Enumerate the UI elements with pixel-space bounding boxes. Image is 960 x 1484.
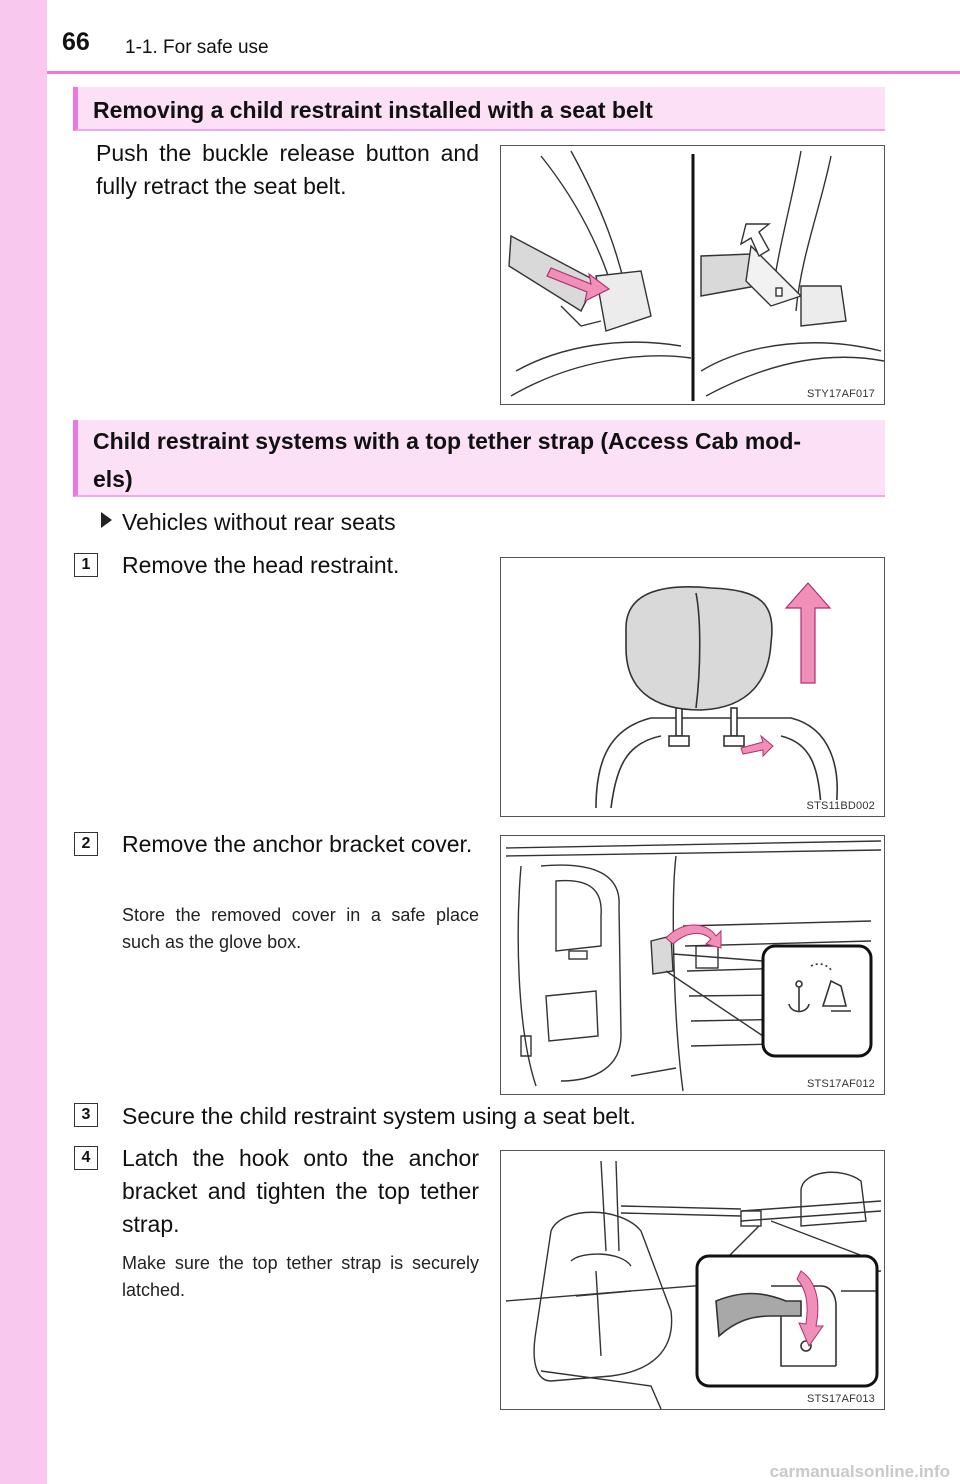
child-seat-anchor-icon <box>788 963 851 1013</box>
section-heading-top-tether: Child restraint systems with a top tethe… <box>73 420 885 497</box>
figure-code: STS11BD002 <box>804 800 877 812</box>
step-number-box: 1 <box>74 553 98 577</box>
seatbelt-illustration <box>508 150 884 401</box>
top-tether-illustration <box>505 1160 882 1409</box>
figure-head-restraint: STS11BD002 <box>500 557 885 817</box>
section-heading-text-line1: Child restraint systems with a top tethe… <box>93 428 802 454</box>
figure-code: STS17AF012 <box>804 1078 877 1090</box>
step-number-box: 2 <box>74 832 98 856</box>
triangle-bullet-icon <box>101 512 112 528</box>
side-color-strip <box>0 0 47 1484</box>
figure-code: STS17AF013 <box>804 1393 877 1405</box>
figure-anchor-cover: STS17AF012 <box>500 835 885 1095</box>
step-number-box: 3 <box>74 1103 98 1127</box>
step-4-text: Latch the hook onto the anchor bracket a… <box>122 1145 479 1237</box>
page-number: 66 <box>62 28 90 56</box>
instruction-text: Push the buckle release button and fully… <box>96 140 479 199</box>
step-number-box: 4 <box>74 1146 98 1170</box>
subheading: Vehicles without rear seats <box>101 506 396 539</box>
figure-seatbelt-release: STY17AF017 <box>500 145 885 405</box>
section-heading-text: Removing a child restraint installed wit… <box>93 97 653 123</box>
watermark: carmanualsonline.info <box>769 1462 950 1481</box>
head-restraint-illustration <box>595 582 838 809</box>
step-1-text: Remove the head restraint. <box>122 552 400 578</box>
section-heading-text-line2: els) <box>93 466 133 492</box>
step-2-note: Store the removed cover in a safe place … <box>122 905 479 952</box>
figure-top-tether: STS17AF013 <box>500 1150 885 1410</box>
section-label: 1-1. For safe use <box>125 37 269 58</box>
header-rule <box>47 71 960 74</box>
anchor-cover-illustration <box>505 840 882 1092</box>
step-3-text: Secure the child restraint system using … <box>122 1103 636 1129</box>
figure-code: STY17AF017 <box>804 388 877 400</box>
subheading-text: Vehicles without rear seats <box>122 509 396 535</box>
section-heading-remove-seatbelt: Removing a child restraint installed wit… <box>73 87 885 131</box>
step-2-text: Remove the anchor bracket cover. <box>122 831 473 857</box>
step-4-note: Make sure the top tether strap is secure… <box>122 1253 479 1300</box>
